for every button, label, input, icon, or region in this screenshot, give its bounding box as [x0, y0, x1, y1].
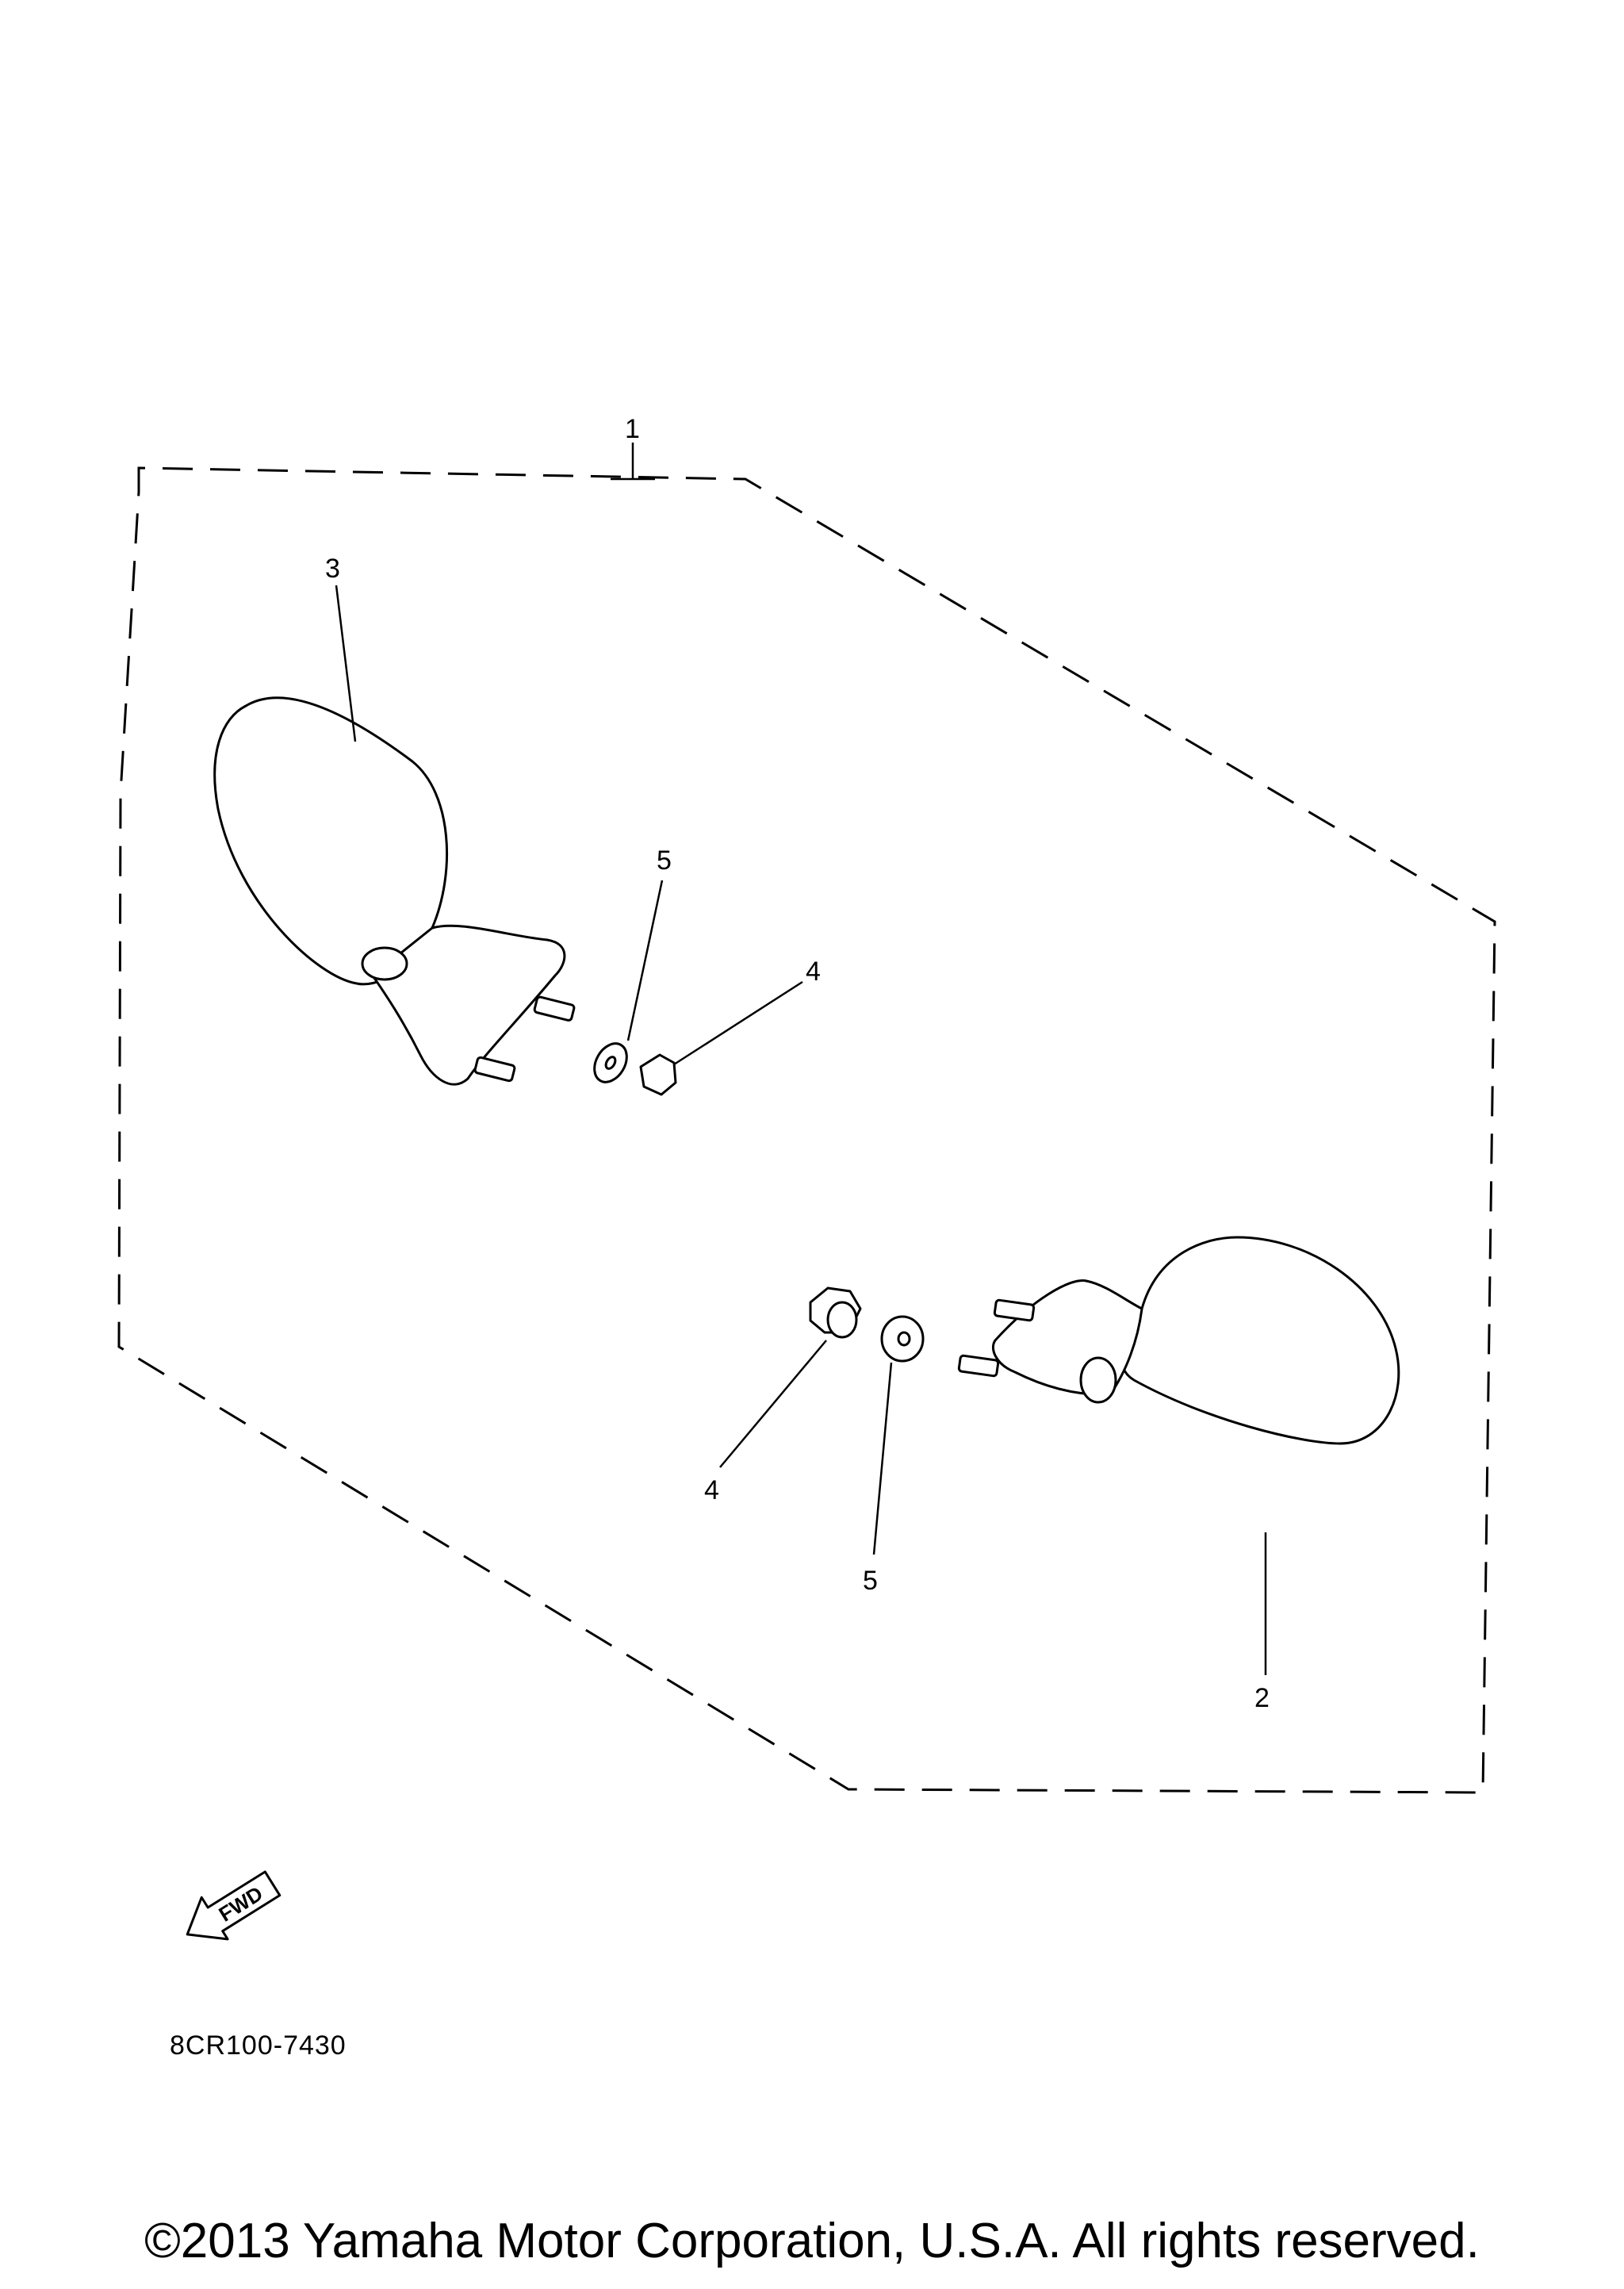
callout-4a-leader: [673, 980, 803, 1066]
nut-lower: [809, 1286, 862, 1339]
callout-1: 1: [625, 414, 640, 444]
copyright-notice: ©2013 Yamaha Motor Corporation, U.S.A. A…: [144, 2214, 1480, 2268]
assembly-outline: [117, 466, 1496, 1794]
callout-5a-leader: [626, 880, 664, 1041]
callout-5a: 5: [657, 845, 672, 876]
right-mirror: [957, 1236, 1400, 1445]
diagram-code: 8CR100-7430: [170, 2030, 347, 2061]
callout-4b: 4: [704, 1475, 719, 1505]
callout-4b-leader: [719, 1340, 827, 1468]
callout-3: 3: [325, 554, 340, 584]
callout-2: 2: [1254, 1683, 1270, 1713]
callout-5b: 5: [863, 1566, 878, 1596]
nut-upper: [639, 1053, 677, 1096]
callout-4a: 4: [806, 957, 821, 987]
callout-3-leader: [335, 585, 357, 742]
fwd-arrow-icon: FWD: [186, 1870, 282, 1941]
callout-5b-leader: [872, 1362, 893, 1555]
left-mirror: [213, 696, 576, 1086]
